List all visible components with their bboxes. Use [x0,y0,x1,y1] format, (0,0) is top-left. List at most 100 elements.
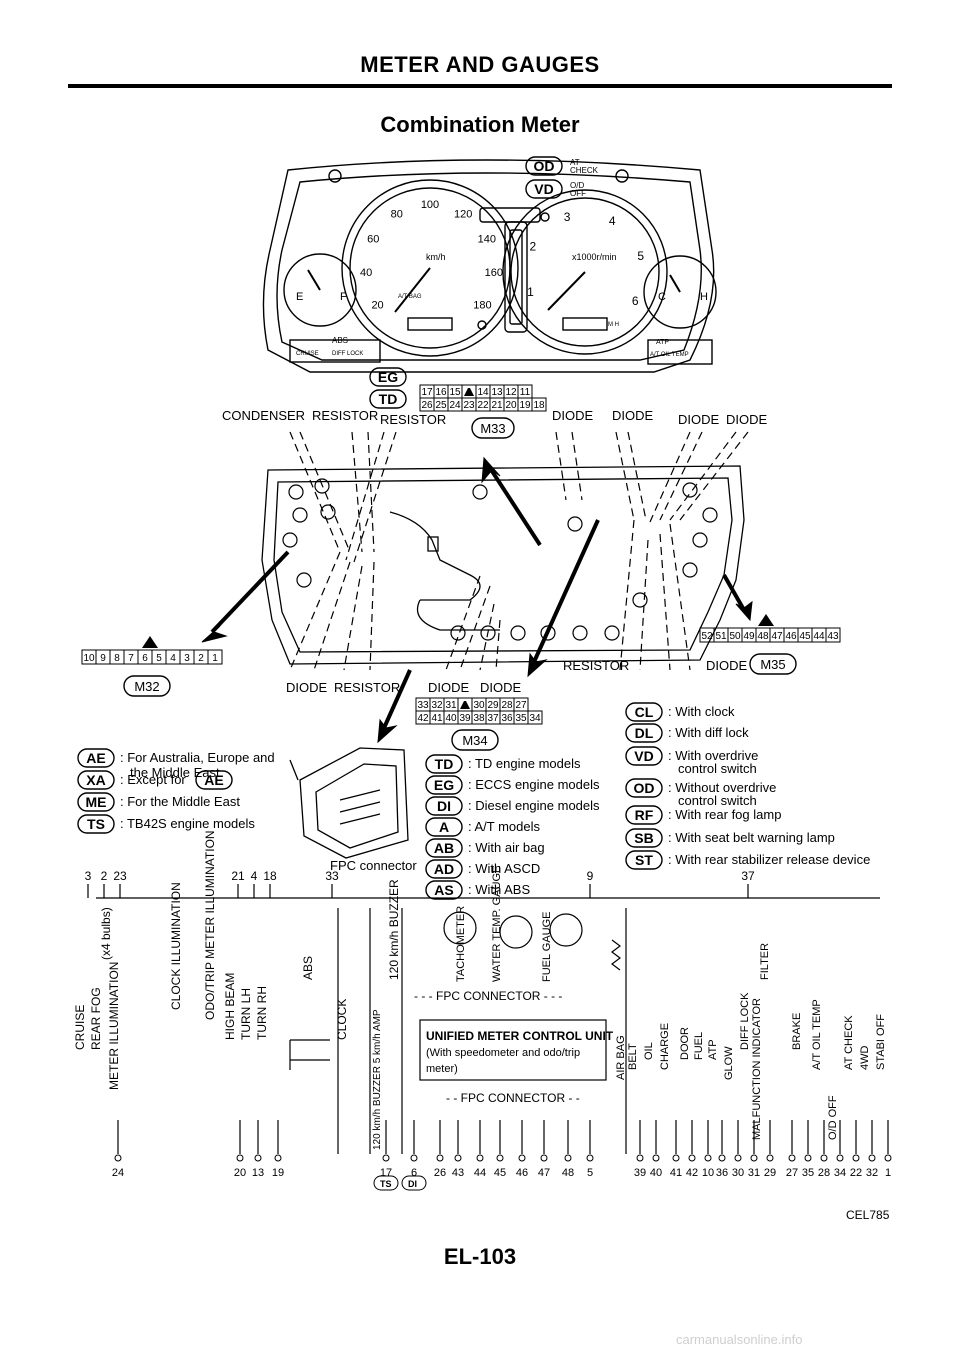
bottom-pin-6: 6 [411,1167,417,1179]
legend-mid-ab-badge [425,838,463,858]
legend-right-text: : With diff lock [668,725,749,740]
pcb-hole [682,562,698,578]
m33-top-key [464,388,474,396]
unit-title: UNIFIED METER CONTROL UNIT [426,1029,614,1043]
airbag-label: A/T BAG [398,294,422,300]
temp-c-label: C [658,291,666,303]
m35-pin-45: 45 [799,631,811,642]
legend-mid-text: : A/T models [468,819,541,834]
legend-left-except-ae-badge [195,770,233,790]
bottom-pin-terminal [476,1154,484,1162]
m35-pin-50: 50 [729,631,741,642]
legend-mid-td-badge-code: TD [435,756,454,772]
figure-code: CEL785 [846,1208,890,1222]
bottom-pin-24: 24 [112,1167,124,1179]
m34-name: M34 [462,733,487,748]
bottom-pin-terminal [672,1154,680,1162]
legend-right-dl-badge-code: DL [635,725,654,741]
schematic-label-left: METER ILLUMINATION [107,962,121,1090]
bottom-pin-42: 42 [686,1167,698,1179]
m33-bottom-pin-25: 25 [435,400,447,411]
page-header-title: METER AND GAUGES [360,52,600,77]
m34-top-key [460,701,470,709]
schematic-gauge-label: TACHOMETER [455,906,467,982]
bottom-pin-20: 20 [234,1167,246,1179]
pcb-holes [282,478,718,641]
speedo-tick-20: 20 [371,300,383,312]
buzzer-top-label: 120 km/h BUZZER [387,879,401,980]
condenser-label: CONDENSER [222,408,305,423]
wiring-schematic [96,897,880,1154]
legend-mid-text: : With ASCD [468,861,540,876]
m35-pin-48: 48 [757,631,769,642]
bottom-pin-terminal [564,1154,572,1162]
legend-right-text: : With clock [668,704,735,719]
speedo-tick-60: 60 [367,233,379,245]
pcb-hole [288,484,304,500]
bottom-pin-terminal [688,1154,696,1162]
diode-label-4: DIODE [726,412,768,427]
bottom-pin-terminal [496,1154,504,1162]
legend-mid-as-badge [425,880,463,900]
legend-left-text: : For the Middle East [120,794,240,809]
legend-mid-di-badge [425,796,463,816]
bottom-pin-10: 10 [702,1167,714,1179]
tacho-tick-6: 6 [632,294,639,308]
pcb-hole [314,478,330,494]
legend-left-xa-badge-code: XA [86,772,105,788]
m33-top-pin-14: 14 [477,387,489,398]
diode-label-1: DIODE [552,408,594,423]
m32-pin-3: 3 [184,653,190,664]
legend-mid-text: : Diesel engine models [468,798,600,813]
bottom-pin-terminal [734,1154,742,1162]
bottom-pin-terminal [410,1154,418,1162]
m33-top-pin-12: 12 [505,387,517,398]
schematic-label-left: ABS [301,956,315,980]
pcb-hole [510,625,526,641]
m34-top-pin-32: 32 [431,700,443,711]
diode-label-2: DIODE [612,408,654,423]
m35-pin-47: 47 [771,631,783,642]
tacho-tick-1: 1 [527,285,534,299]
m33-bottom-pin-26: 26 [421,400,433,411]
schematic-label-left: CRUISE [73,1005,87,1050]
top-eg-badge-code: EG [378,369,398,385]
m32-pin-6: 6 [142,653,148,664]
top-pin-21: 21 [231,869,245,883]
tacho-tick-4: 4 [609,214,616,228]
legend-right-text: : With overdrive [668,748,758,763]
legend-left-me-badge-code: ME [86,794,107,810]
m34-top-pin-29: 29 [487,700,499,711]
at-oil-temp-label: A/T OIL TEMP [650,352,689,358]
m35-pin-46: 46 [785,631,797,642]
schematic-label-right: STABI OFF [875,1014,887,1070]
schematic-label-left: HIGH BEAM [223,973,237,1040]
m34-label-frame [451,729,499,751]
m33-top-pin-15: 15 [449,387,461,398]
bottom-pin-terminal [804,1154,812,1162]
bottom-pin-32: 32 [866,1167,878,1179]
schematic-label-right: AT CHECK [843,1015,855,1070]
legend-right-sb-badge [625,828,663,848]
m32-pin-4: 4 [170,653,176,664]
pcb-hole [282,532,298,548]
legend-right-cl-badge [625,702,663,722]
m34-bottom-pin-34: 34 [529,713,541,724]
m32-pin-1: 1 [212,653,218,664]
bottom-pin-terminal [236,1154,244,1162]
speedo-tick-160: 160 [485,267,503,279]
m34-bottom-pin-35: 35 [515,713,527,724]
schematic-label-left: CLOCK [335,999,349,1040]
legend-right-rf-badge-code: RF [635,807,654,823]
legend-mid-ad-badge-code: AD [434,861,454,877]
arrows [201,456,753,744]
bottom-pin-terminal [750,1154,758,1162]
legend-right-text2: control switch [678,793,757,808]
m32-pin-7: 7 [128,653,134,664]
m34-top-pin-30: 30 [473,700,485,711]
legend-right-text2: control switch [678,761,757,776]
watermark: carmanualsonline.info [676,1332,803,1347]
leader-lines [289,431,749,671]
